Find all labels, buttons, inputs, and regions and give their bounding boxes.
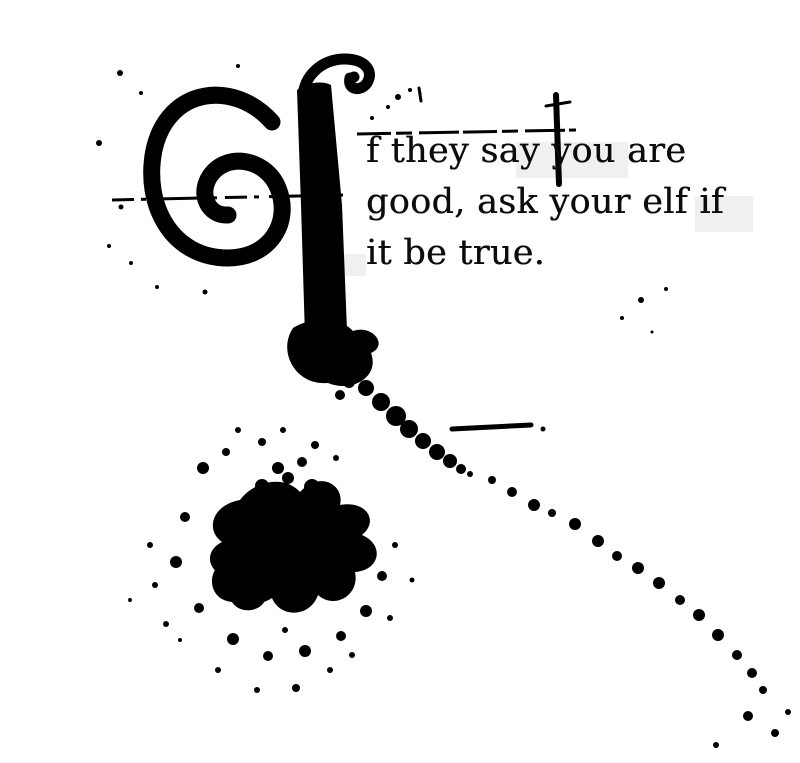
grunge-dagger [553,92,562,187]
quote-text: f they say you are good, ask your elf if… [366,126,724,279]
grunge-line-top [356,128,577,136]
drop-cap-stem [297,82,347,338]
texture-smudges [340,142,753,276]
ink-dash-mark [449,422,534,432]
quote-line-3: it be true. [366,233,546,273]
drop-cap-initial [143,53,379,400]
drop-cap-spiral [143,86,291,267]
drop-cap-curl [297,53,375,103]
drop-cap-base-splat [287,320,379,387]
quote-line-2: good, ask your elf if [366,182,725,222]
grunge-line-left [111,193,344,202]
ink-splatter-large [128,427,415,693]
ink-dot-trail [488,476,791,748]
quote-line-1: f they say you are [366,131,687,171]
grunge-lines [111,86,577,202]
ink-specks [96,64,668,334]
ink-splatter-trail [345,364,546,477]
